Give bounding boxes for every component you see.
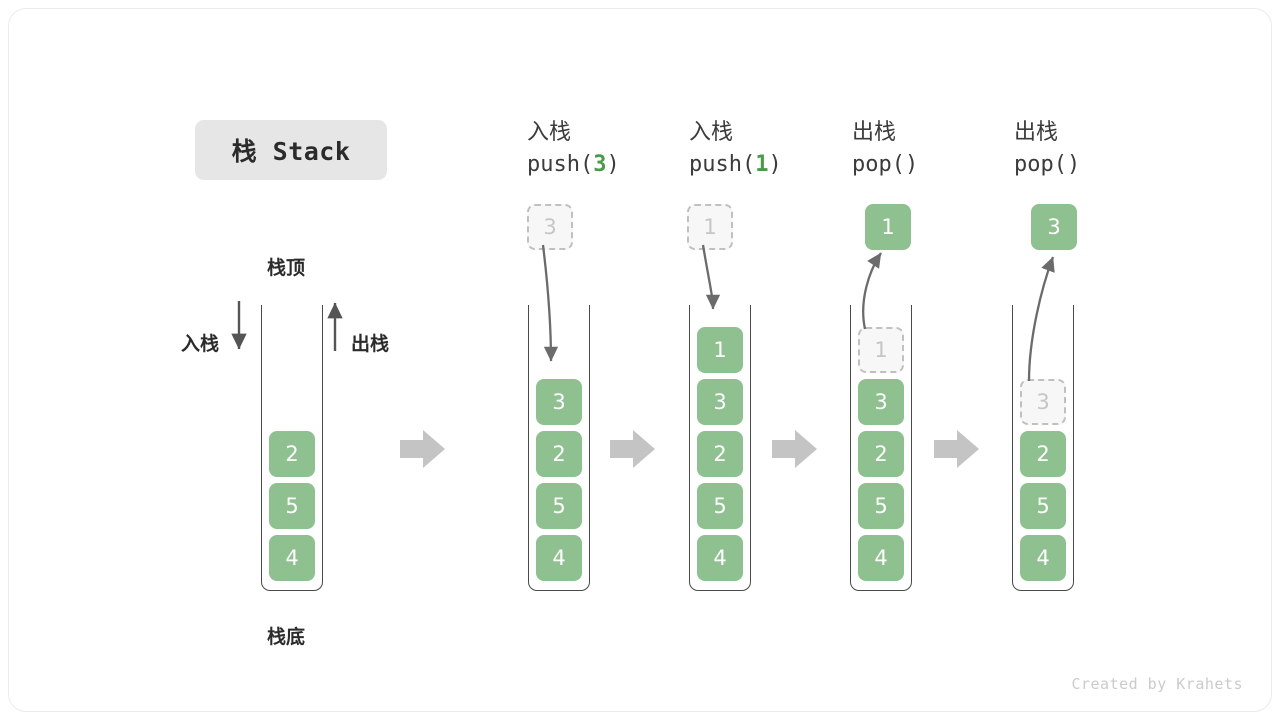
stack-cells: 1 3 2 5 4 <box>850 327 912 587</box>
caption-code-head: push( <box>527 151 594 177</box>
caption-cn: 出栈 <box>1014 120 1059 145</box>
stack-after-pop-1: 1 3 2 5 4 <box>850 305 912 591</box>
push-1-arrow <box>701 244 721 310</box>
stack-wall <box>528 305 590 591</box>
stack-cell: 2 <box>536 431 582 477</box>
caption-code-tail: ) <box>768 151 782 177</box>
caption-code-arg: 3 <box>593 151 607 177</box>
stack-bottom-label: 栈底 <box>267 626 306 648</box>
stack-after-pop-3: 3 2 5 4 <box>1012 305 1074 591</box>
diagram-card: 栈 Stack 栈顶 栈底 入栈 出栈 2 5 4 入栈 push(3) 3 3… <box>8 8 1272 712</box>
caption-code: pop() <box>852 149 918 181</box>
caption-code-head: pop( <box>1014 151 1067 177</box>
stack-cell: 5 <box>1020 483 1066 529</box>
caption-code: pop() <box>1014 149 1080 181</box>
caption-code: push(3) <box>527 149 620 181</box>
stack-cell: 4 <box>1020 535 1066 581</box>
stack-cell-ghost: 3 <box>1020 379 1066 425</box>
title-badge-label: 栈 Stack <box>231 137 351 166</box>
stack-cells: 3 2 5 4 <box>1012 379 1074 587</box>
stack-wall <box>261 305 323 591</box>
stack-cell: 3 <box>858 379 904 425</box>
stack-cells: 3 2 5 4 <box>528 379 590 587</box>
caption-code-tail: ) <box>606 151 620 177</box>
stack-cell: 1 <box>697 327 743 373</box>
float-cell-pop-1: 1 <box>865 204 911 250</box>
stack-cell: 5 <box>697 483 743 529</box>
stack-cell: 4 <box>269 535 315 581</box>
stack-cell: 3 <box>536 379 582 425</box>
stack-cell: 5 <box>536 483 582 529</box>
stack-wall <box>850 305 912 591</box>
transition-arrow <box>400 430 445 468</box>
caption-code-head: pop( <box>852 151 905 177</box>
caption-code-head: push( <box>689 151 756 177</box>
caption-pop-3: 出栈 pop() <box>1014 117 1080 181</box>
transition-arrow <box>934 430 979 468</box>
stack-cell: 4 <box>858 535 904 581</box>
float-cell-push-1: 1 <box>687 204 733 250</box>
caption-pop-1: 出栈 pop() <box>852 117 918 181</box>
push-direction-label: 入栈 <box>181 333 220 355</box>
stack-cell: 5 <box>269 483 315 529</box>
stack-cell: 4 <box>697 535 743 581</box>
stack-cells: 2 5 4 <box>261 431 323 587</box>
caption-cn: 出栈 <box>852 120 897 145</box>
transition-arrow <box>772 430 817 468</box>
float-cell-push-3: 3 <box>527 204 573 250</box>
stack-cell: 2 <box>269 431 315 477</box>
stack-cells: 1 3 2 5 4 <box>689 327 751 587</box>
caption-code: push(1) <box>689 149 782 181</box>
stack-after-push-1: 1 3 2 5 4 <box>689 305 751 591</box>
float-cell-pop-3: 3 <box>1031 204 1077 250</box>
caption-cn: 入栈 <box>689 120 734 145</box>
connectors-overlay <box>231 244 1055 468</box>
stack-initial: 2 5 4 <box>261 305 323 591</box>
title-badge: 栈 Stack <box>195 120 387 180</box>
caption-code-tail: ) <box>1066 151 1081 177</box>
stack-wall <box>1012 305 1074 591</box>
caption-code-arg: 1 <box>755 151 769 177</box>
stack-cell: 2 <box>697 431 743 477</box>
caption-push-3: 入栈 push(3) <box>527 117 620 181</box>
stack-cell: 3 <box>697 379 743 425</box>
stack-cell-ghost: 1 <box>858 327 904 373</box>
pop-direction-label: 出栈 <box>351 333 390 355</box>
footer-credit: Created by Krahets <box>1071 675 1243 693</box>
stack-top-label: 栈顶 <box>267 257 306 279</box>
transition-arrow <box>610 430 655 468</box>
stack-after-push-3: 3 2 5 4 <box>528 305 590 591</box>
caption-cn: 入栈 <box>527 120 572 145</box>
stack-wall <box>689 305 751 591</box>
stack-cell: 2 <box>858 431 904 477</box>
caption-push-1: 入栈 push(1) <box>689 117 782 181</box>
stack-cell: 4 <box>536 535 582 581</box>
stack-cell: 5 <box>858 483 904 529</box>
caption-code-tail: ) <box>904 151 919 177</box>
stack-cell: 2 <box>1020 431 1066 477</box>
